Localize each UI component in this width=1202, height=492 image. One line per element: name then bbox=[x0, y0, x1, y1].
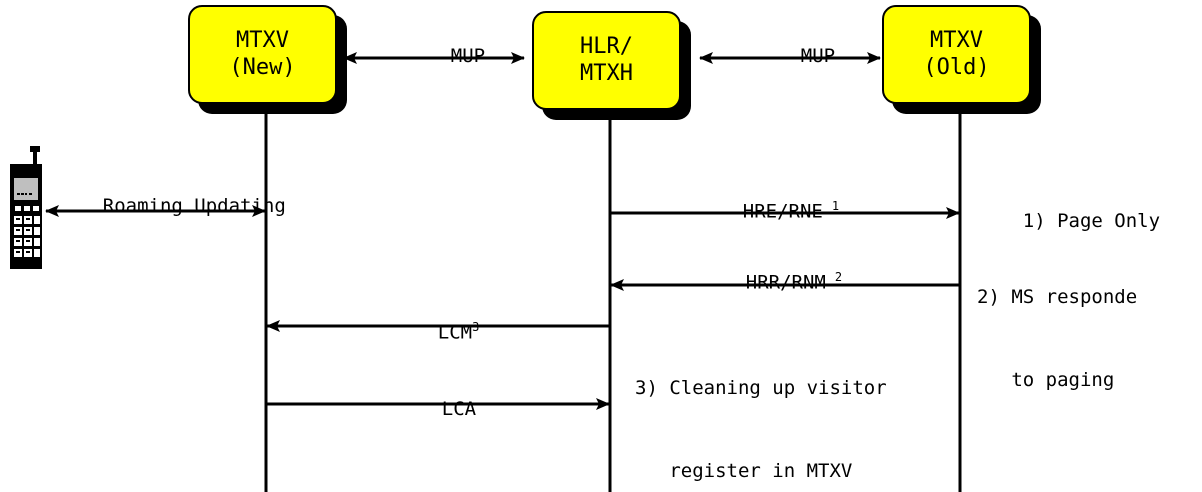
note-page-only: 1) Page Only bbox=[977, 180, 1160, 263]
edge-label-hre-rne-text: HRE/RNE bbox=[742, 200, 823, 223]
edge-label-mup-left-text: MUP bbox=[450, 45, 486, 67]
node-mtxv-new[interactable]: MTXV (New) bbox=[188, 5, 337, 104]
edge-label-lcm: LCM3 bbox=[392, 298, 480, 365]
node-mtxv-new-line1: MTXV bbox=[236, 27, 289, 53]
edge-label-hre-rne-sup: 1 bbox=[831, 199, 840, 213]
node-hlr-mtxh-line1: HLR/ bbox=[580, 33, 633, 59]
node-mtxv-old-line1: MTXV bbox=[930, 27, 983, 53]
node-hlr-mtxh-line2: MTXH bbox=[580, 60, 633, 86]
edge-label-mup-right-text: MUP bbox=[800, 45, 836, 67]
node-hlr-mtxh[interactable]: HLR/ MTXH bbox=[532, 11, 681, 110]
edge-label-roaming-updating-text: Roaming Updating bbox=[102, 195, 286, 217]
node-mtxv-old[interactable]: MTXV (Old) bbox=[882, 5, 1031, 104]
note-ms-responde-line2: to paging bbox=[977, 368, 1115, 391]
edge-label-hrr-rnm: HRR/RNM 2 bbox=[700, 248, 842, 315]
edge-label-mup-left: MUP bbox=[405, 23, 485, 89]
note-cleaning-up-line2: register in MTXV bbox=[635, 459, 853, 482]
note-cleaning-up: 3) Cleaning up visitor register in MTXV bbox=[635, 320, 887, 492]
note-ms-responde: 2) MS responde to paging bbox=[977, 229, 1137, 449]
node-mtxv-new-line2: (New) bbox=[229, 54, 296, 80]
note-cleaning-up-line1: 3) Cleaning up visitor bbox=[635, 377, 887, 400]
edge-label-mup-right: MUP bbox=[755, 23, 835, 89]
edge-label-lca: LCA bbox=[396, 376, 476, 442]
edge-label-roaming-updating: Roaming Updating bbox=[57, 173, 286, 239]
note-page-only-line1: 1) Page Only bbox=[1022, 209, 1161, 232]
mobile-phone-icon bbox=[10, 146, 42, 269]
edge-label-lca-text: LCA bbox=[441, 398, 477, 420]
edge-label-lcm-sup: 3 bbox=[472, 320, 480, 334]
edge-label-hrr-rnm-sup: 2 bbox=[834, 270, 843, 284]
note-ms-responde-line1: 2) MS responde bbox=[977, 286, 1138, 309]
node-mtxv-old-line2: (Old) bbox=[923, 54, 990, 80]
edge-label-hrr-rnm-text: HRR/RNM bbox=[745, 271, 826, 294]
edge-label-hre-rne: HRE/RNE 1 bbox=[697, 177, 839, 244]
edge-label-lcm-text: LCM bbox=[437, 321, 473, 344]
